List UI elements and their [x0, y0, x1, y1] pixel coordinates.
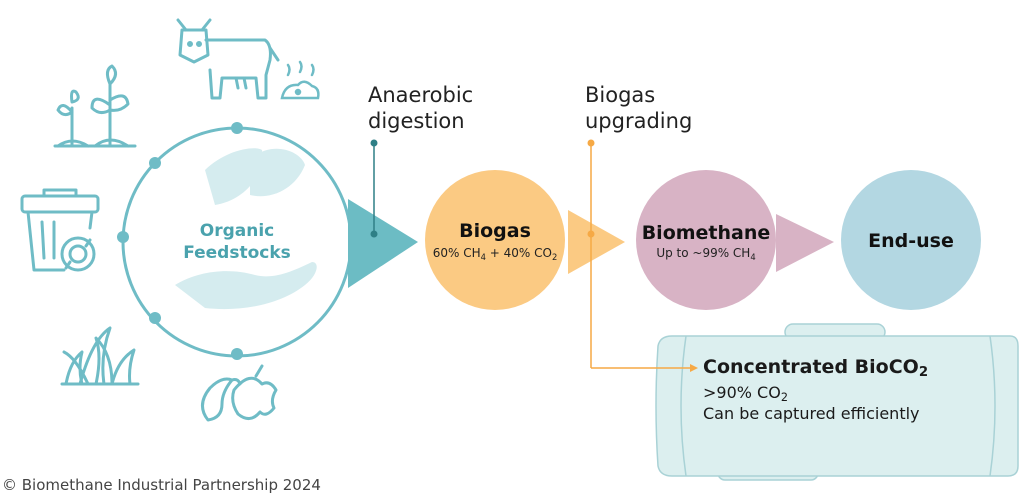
cow-icon	[176, 18, 280, 100]
biomethane-node	[636, 170, 776, 310]
upgrading-label-line2: upgrading	[585, 109, 693, 133]
feedstock-label-line2: Feedstocks	[183, 243, 291, 263]
bioco2-capture-text: Can be captured efficiently	[703, 404, 920, 423]
enduse-title: End-use	[868, 230, 954, 252]
biogas-composition: 60% CH4 + 40% CO2	[432, 246, 558, 262]
hand-plant-icon	[175, 148, 317, 310]
digestion-label: Anaerobic digestion	[368, 82, 473, 134]
bioco2-concentration: >90% CO2	[703, 383, 788, 404]
bioco2-tank	[655, 323, 1019, 481]
biogas-node	[425, 170, 565, 310]
copyright-footer: © Biomethane Industrial Partnership 2024	[2, 476, 321, 494]
digestion-label-line2: digestion	[368, 109, 465, 133]
digestion-label-line1: Anaerobic	[368, 83, 474, 107]
digestion-pointer	[370, 139, 378, 238]
enduse-arrow	[776, 214, 834, 272]
upgrading-arrow	[568, 210, 625, 274]
enduse-node	[841, 170, 981, 310]
upgrading-label: Biogas upgrading	[585, 82, 692, 134]
feedstock-label: Organic Feedstocks	[167, 220, 307, 264]
biomethane-composition: Up to ~99% CH4	[656, 246, 756, 262]
ring-dots	[117, 122, 243, 360]
food-waste-icon	[201, 364, 278, 422]
recycle-bin-icon	[20, 188, 100, 272]
upgrading-pointer	[587, 139, 698, 372]
feedstock-label-line1: Organic	[199, 221, 275, 241]
biomethane-title: Biomethane	[641, 222, 771, 244]
upgrading-label-line1: Biogas	[585, 83, 656, 107]
bioco2-title: Concentrated BioCO2	[703, 356, 929, 380]
manure-icon	[280, 60, 320, 100]
grass-icon	[60, 326, 140, 386]
biogas-title: Biogas	[459, 220, 531, 242]
digestion-arrow	[348, 199, 418, 288]
seedling-icon	[53, 64, 137, 148]
